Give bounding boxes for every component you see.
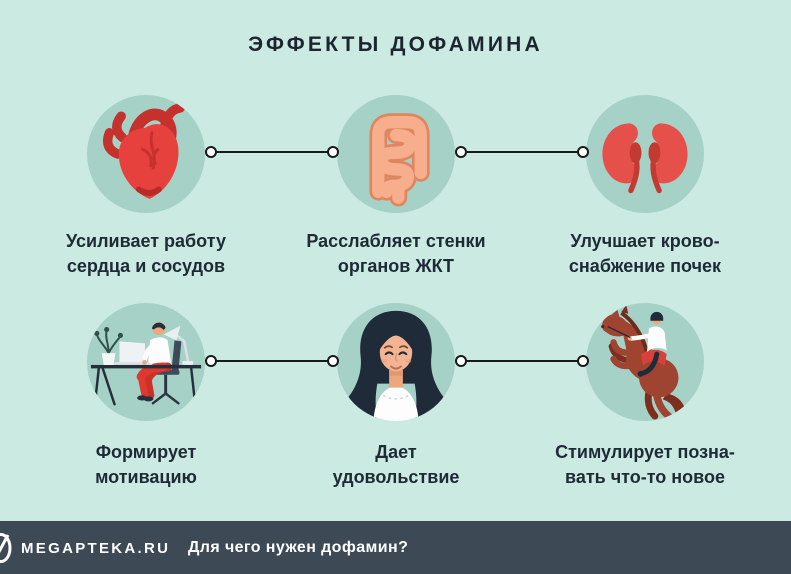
node-dot [205,354,217,367]
connector-row1-left [205,145,339,158]
caption-heart: Усиливает работу сердца и сосудов [65,231,226,276]
bubble-smiling-woman [337,303,455,421]
node-dot [455,354,467,367]
horse-rider-icon [601,304,687,420]
footer-bar: MEGAPTEKA.RU Для чего нужен дофамин? [0,521,791,574]
node-dot [205,145,217,158]
node-dot [327,354,339,367]
caption-novelty: Стимулирует позна- вать что-то новое [555,442,735,487]
bubble-kidneys [586,95,704,213]
caption-intestines: Расслабляет стенки органов ЖКТ [306,231,486,276]
brand-name: MEGAPTEKA.RU [21,540,171,557]
kidneys-icon [602,123,688,194]
page-title: ЭФФЕКТЫ ДОФАМИНА [248,33,543,56]
connector-row2-left [205,354,339,367]
smiling-woman-icon [345,310,447,421]
person-at-desk-icon [90,322,202,406]
bubble-heart [87,95,205,213]
node-dot [455,145,467,158]
bubble-horse-rider [586,303,704,421]
caption-pleasure: Дает удовольствие [332,442,460,487]
caption-kidneys: Улучшает крово- снабжение почек [568,231,722,276]
node-dot [327,145,339,158]
footer-question: Для чего нужен дофамин? [188,539,409,556]
intestines-icon [369,113,430,207]
node-dot [577,145,589,158]
megapteka-logo-icon [0,533,12,563]
heart-icon [103,103,185,199]
caption-motivation: Формирует мотивацию [95,442,197,487]
connector-row1-right [455,145,589,158]
bubble-person-at-desk [87,303,205,421]
connector-row2-right [455,354,589,367]
bubble-intestines [337,95,455,213]
node-dot [577,354,589,367]
